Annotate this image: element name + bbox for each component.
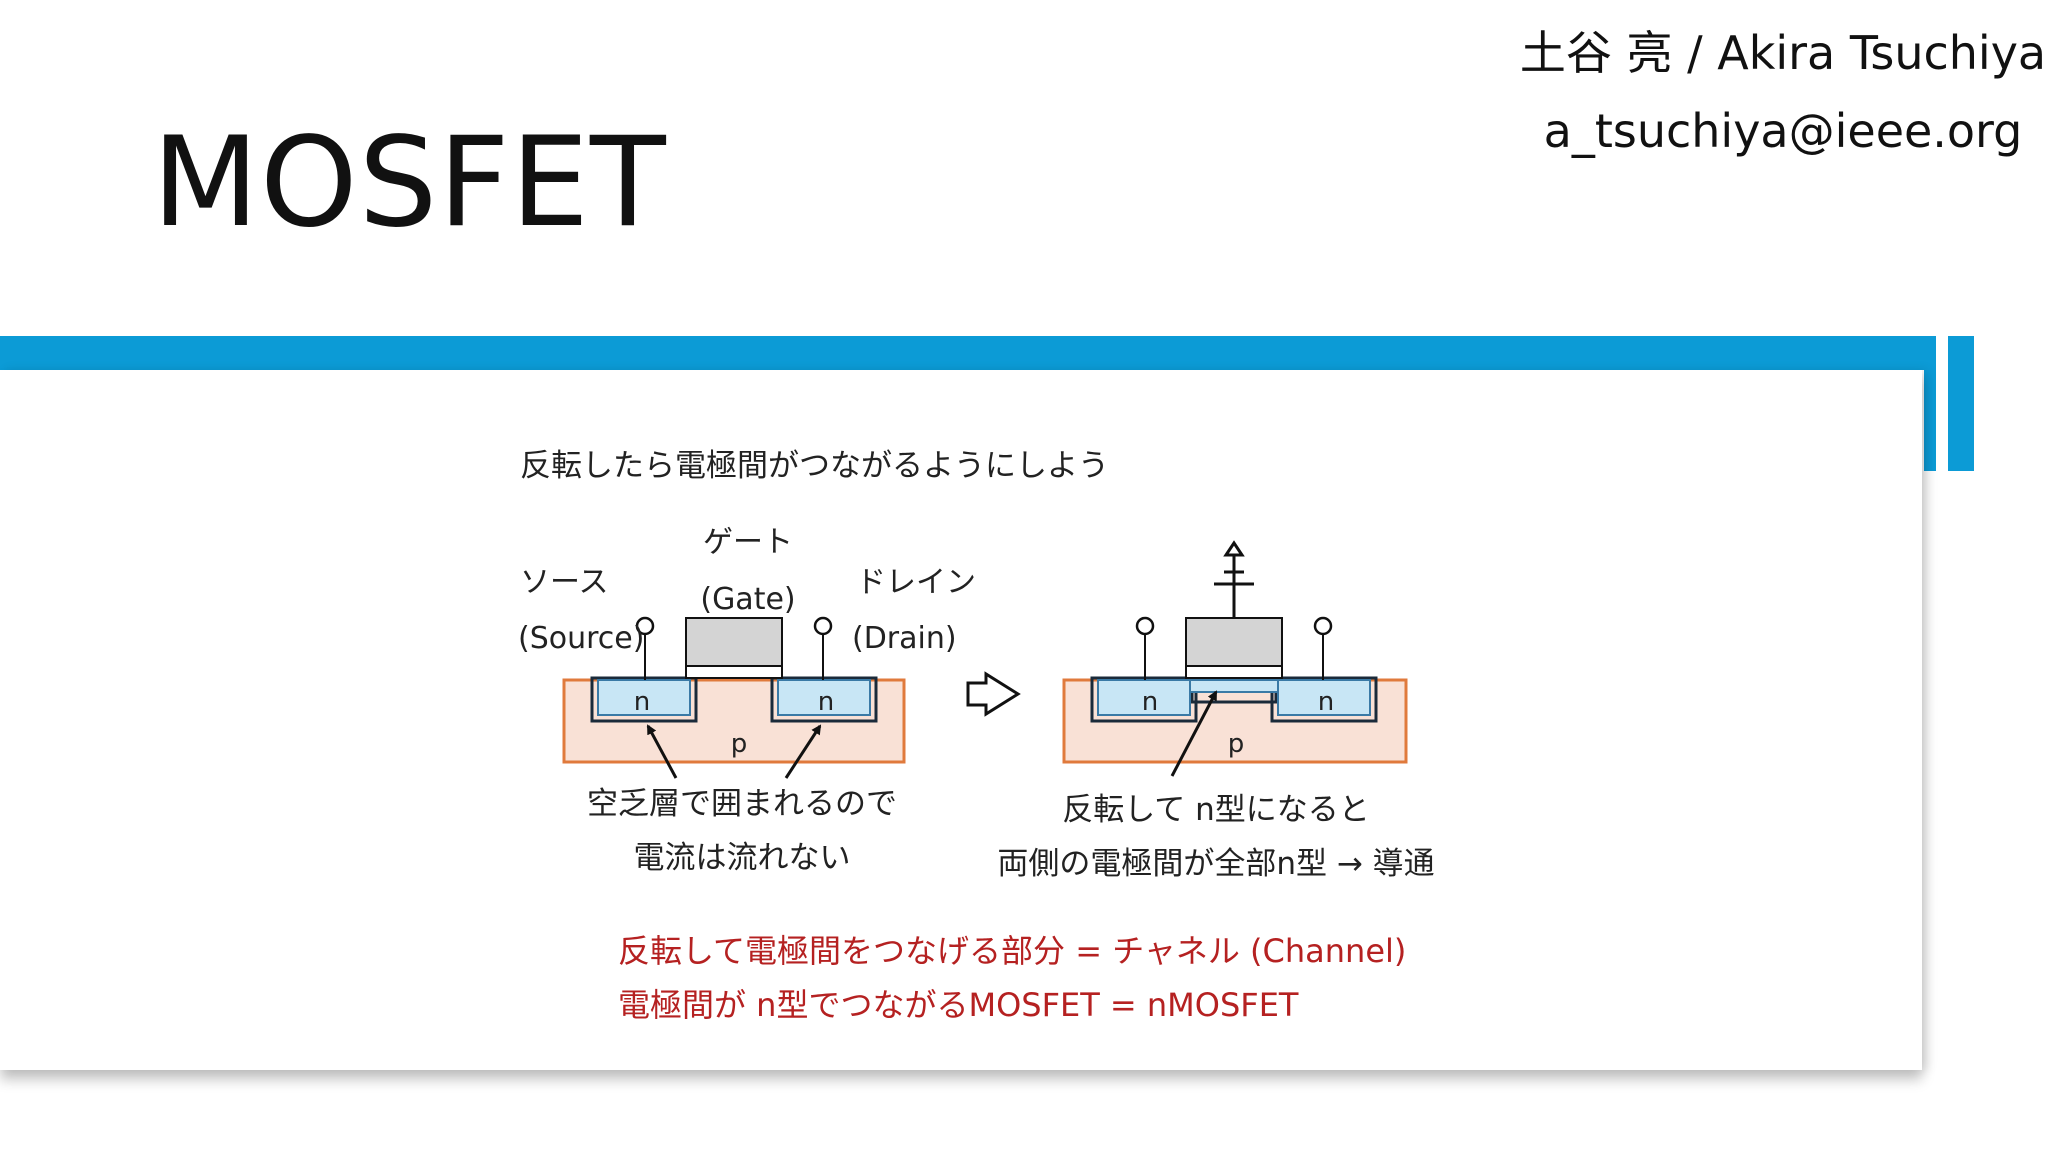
accent-bar-tab <box>1948 336 1974 471</box>
gate-label-jp: ゲート <box>703 525 793 560</box>
drain-terminal-2 <box>1313 616 1333 636</box>
caption-left-2: 電流は流れない <box>634 840 851 876</box>
mosfet-on: n n p 反転して n型になると 両側の電極間が全部n型 → 導通 <box>997 540 1435 882</box>
author-block: 土谷 亮 / Akira Tsuchiya a_tsuchiya@ieee.or… <box>1518 14 2048 170</box>
depletion-arrow-left <box>646 724 678 779</box>
n-label-right: n <box>818 687 834 717</box>
source-terminal <box>635 616 655 636</box>
caption-right-2: 両側の電極間が全部n型 → 導通 <box>997 846 1434 882</box>
depletion-arrow-right <box>784 724 822 779</box>
n-region-left-2 <box>1097 679 1191 716</box>
source-label-en: (Source) <box>518 621 644 656</box>
source-terminal-2 <box>1135 616 1155 636</box>
content-panel <box>0 370 1922 1070</box>
gate-label-en: (Gate) <box>700 582 795 617</box>
accent-bar <box>0 336 1936 370</box>
gate-oxide-2 <box>1185 665 1283 679</box>
p-label: p <box>731 729 748 759</box>
p-label-2: p <box>1228 729 1245 759</box>
n-label-right-2: n <box>1318 687 1334 717</box>
note-nmosfet: 電極間が n型でつながるMOSFET = nMOSFET <box>618 986 1299 1024</box>
source-label-jp: ソース <box>520 565 609 600</box>
intro-text: 反転したら電極間がつながるようにしよう <box>520 448 1109 484</box>
n-channel <box>1189 679 1279 693</box>
n-region-right-2 <box>1277 679 1371 716</box>
drain-label-jp: ドレイン <box>856 565 976 600</box>
transition-arrow-icon <box>966 671 1021 717</box>
caption-right-1: 反転して n型になると <box>1062 792 1370 828</box>
author-email: a_tsuchiya@ieee.org <box>1543 104 2023 158</box>
mosfet-off: n n p ゲート (Gate) ソース (Source) ドレイン (Drai… <box>518 525 976 876</box>
n-label-left: n <box>634 687 650 717</box>
author-name: 土谷 亮 / Akira Tsuchiya <box>1519 26 2047 80</box>
gate-electrode-2 <box>1185 617 1283 667</box>
channel-arrow <box>1170 690 1218 777</box>
gate-electrode <box>685 617 783 667</box>
voltage-up-icon <box>1223 540 1245 557</box>
n-label-left-2: n <box>1142 687 1158 717</box>
note-channel: 反転して電極間をつなげる部分 = チャネル (Channel) <box>618 932 1406 970</box>
gate-oxide <box>685 665 783 679</box>
slide-title: MOSFET <box>152 111 667 255</box>
drain-label-en: (Drain) <box>852 621 957 656</box>
drain-terminal <box>813 616 833 636</box>
accent-bar-end <box>1924 336 1936 471</box>
caption-left-1: 空乏層で囲まれるので <box>587 786 897 822</box>
